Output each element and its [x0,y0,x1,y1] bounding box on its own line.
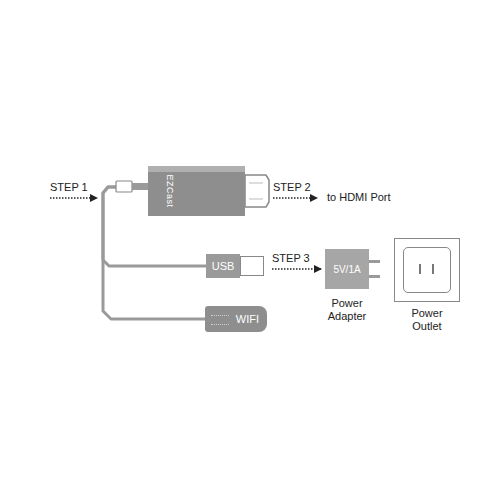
micro-usb-neck [132,183,148,190]
outlet-slot [432,264,434,274]
adapter-prong [368,260,380,263]
adapter-heading: Power Adapter [321,297,373,323]
usb-connector [240,256,264,276]
power-adapter: 5V/1APower Adapter [325,249,369,289]
brand-label: EZCast [165,174,175,207]
micro-usb-plug [116,181,132,192]
step-label: STEP 3 [272,252,310,264]
arrow-head [90,194,98,202]
usb-plug: USB [206,254,266,278]
plug-label: USB [206,254,240,278]
port-label: to HDMI Port [327,191,391,203]
step-arrow [50,197,90,198]
outlet-face [403,247,451,293]
wifi-antenna: WIFI [205,306,267,332]
rating-label: 5V/1A [325,249,369,289]
step-label: STEP 1 [50,181,88,193]
power-outlet: Power Outlet [394,238,460,302]
antenna-label: WIFI [236,306,259,332]
adapter-prong [368,275,380,278]
step-label: STEP 2 [273,181,311,193]
hdmi-detail [249,183,263,184]
outlet-heading: Power Outlet [405,307,449,333]
arrow-head [310,194,318,202]
step-arrow [273,197,310,198]
outlet-slot [419,264,421,274]
hdmi-detail [249,199,263,200]
dongle-body: EZCast [148,166,245,216]
hdmi-plug [245,175,269,207]
step-arrow [272,268,321,269]
antenna-texture [211,315,229,325]
